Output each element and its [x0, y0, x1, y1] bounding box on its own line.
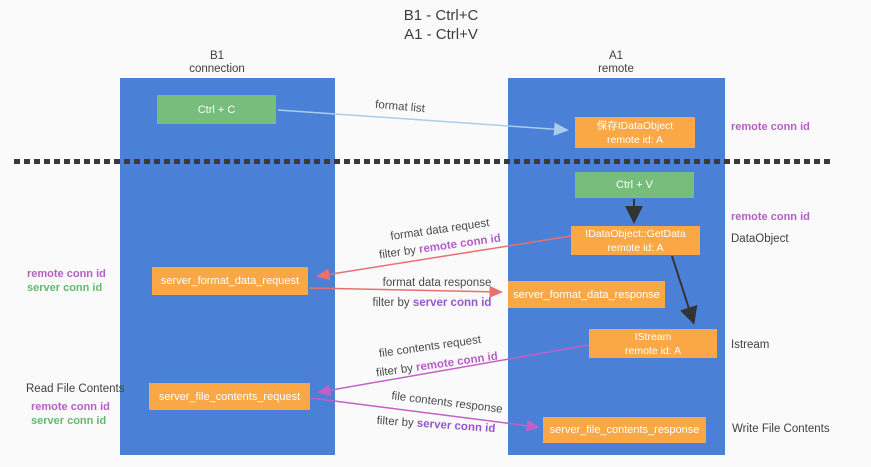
- lane-b1-name: B1: [209, 50, 225, 62]
- remote-conn-id-text: remote conn id: [415, 350, 499, 374]
- file-contents-response-label: file contents response: [390, 390, 504, 416]
- ctrl-v-node: Ctrl + V: [575, 172, 694, 198]
- format-list-label: format list: [374, 98, 426, 116]
- remote-conn-id-annotation: remote conn id: [31, 401, 110, 413]
- server-conn-id-text: server conn id: [412, 297, 492, 309]
- server-file-contents-request-label: server_file_contents_request: [158, 390, 301, 403]
- remote-conn-id-annotation: remote conn id: [731, 121, 810, 133]
- diagram-title: B1 - Ctrl+C A1 - Ctrl+V: [404, 6, 479, 44]
- read-file-contents-annotation: Read File Contents: [26, 383, 125, 395]
- remote-conn-id-annotation: remote conn id: [731, 211, 810, 223]
- filter-by-text: filter by: [372, 297, 410, 309]
- lane-header-a1: A1 remote: [598, 50, 634, 76]
- format-data-response-label: format data response: [382, 277, 492, 289]
- title-line-1: B1 - Ctrl+C: [403, 7, 479, 24]
- server-conn-id-annotation: server conn id: [31, 415, 107, 427]
- server-file-contents-response-label: server_file_contents_response: [549, 424, 700, 436]
- ctrl-c-label: Ctrl + C: [197, 103, 236, 116]
- remote-conn-id-annotation: remote conn id: [27, 268, 106, 280]
- dashed-divider-line: [14, 159, 833, 164]
- lane-header-b1: B1 connection: [189, 50, 245, 76]
- saved-idataobject-label: 保存IDataObject: [596, 119, 674, 132]
- server-format-data-request-label: server_format_data_request: [160, 275, 300, 287]
- server-format-data-request-node: server_format_data_request: [152, 267, 308, 295]
- lane-a1-name: A1: [608, 50, 624, 62]
- getdata-label: IDataObject::GetData: [585, 227, 686, 240]
- dataobject-annotation: DataObject: [731, 233, 789, 245]
- server-format-data-response-node: server_format_data_response: [508, 281, 665, 308]
- filter-by-server-conn-id-label: filter by server conn id: [373, 297, 492, 309]
- filter-by-text: filter by: [378, 244, 417, 262]
- server-format-data-response-label: server_format_data_response: [513, 288, 660, 301]
- server-file-contents-request-node: server_file_contents_request: [149, 383, 310, 410]
- ctrl-c-node: Ctrl + C: [157, 95, 276, 124]
- getdata-remote-id: remote id: A: [607, 241, 664, 254]
- server-conn-id-text: server conn id: [416, 417, 496, 436]
- filter-by-text: filter by: [376, 414, 415, 430]
- filter-by-text: filter by: [375, 362, 414, 380]
- istream-remote-id: remote id: A: [624, 344, 682, 357]
- title-line-2: A1 - Ctrl+V: [404, 26, 478, 43]
- write-file-contents-annotation: Write File Contents: [732, 423, 830, 435]
- server-file-contents-response-node: server_file_contents_response: [543, 417, 706, 443]
- lane-a1-role: remote: [598, 63, 634, 75]
- istream-annotation: Istream: [731, 339, 770, 351]
- istream-label: IStream: [634, 330, 672, 343]
- ctrl-v-label: Ctrl + V: [616, 179, 653, 191]
- istream-node: IStream remote id: A: [589, 329, 717, 358]
- saved-idataobject-node: 保存IDataObject remote id: A: [575, 117, 695, 148]
- lane-b1-role: connection: [189, 63, 245, 75]
- saved-idataobject-remote-id: remote id: A: [606, 133, 664, 146]
- filter-by-server-conn-id-label: filter by server conn id: [376, 415, 495, 435]
- idataobject-getdata-node: IDataObject::GetData remote id: A: [571, 226, 700, 255]
- server-conn-id-annotation: server conn id: [27, 282, 103, 294]
